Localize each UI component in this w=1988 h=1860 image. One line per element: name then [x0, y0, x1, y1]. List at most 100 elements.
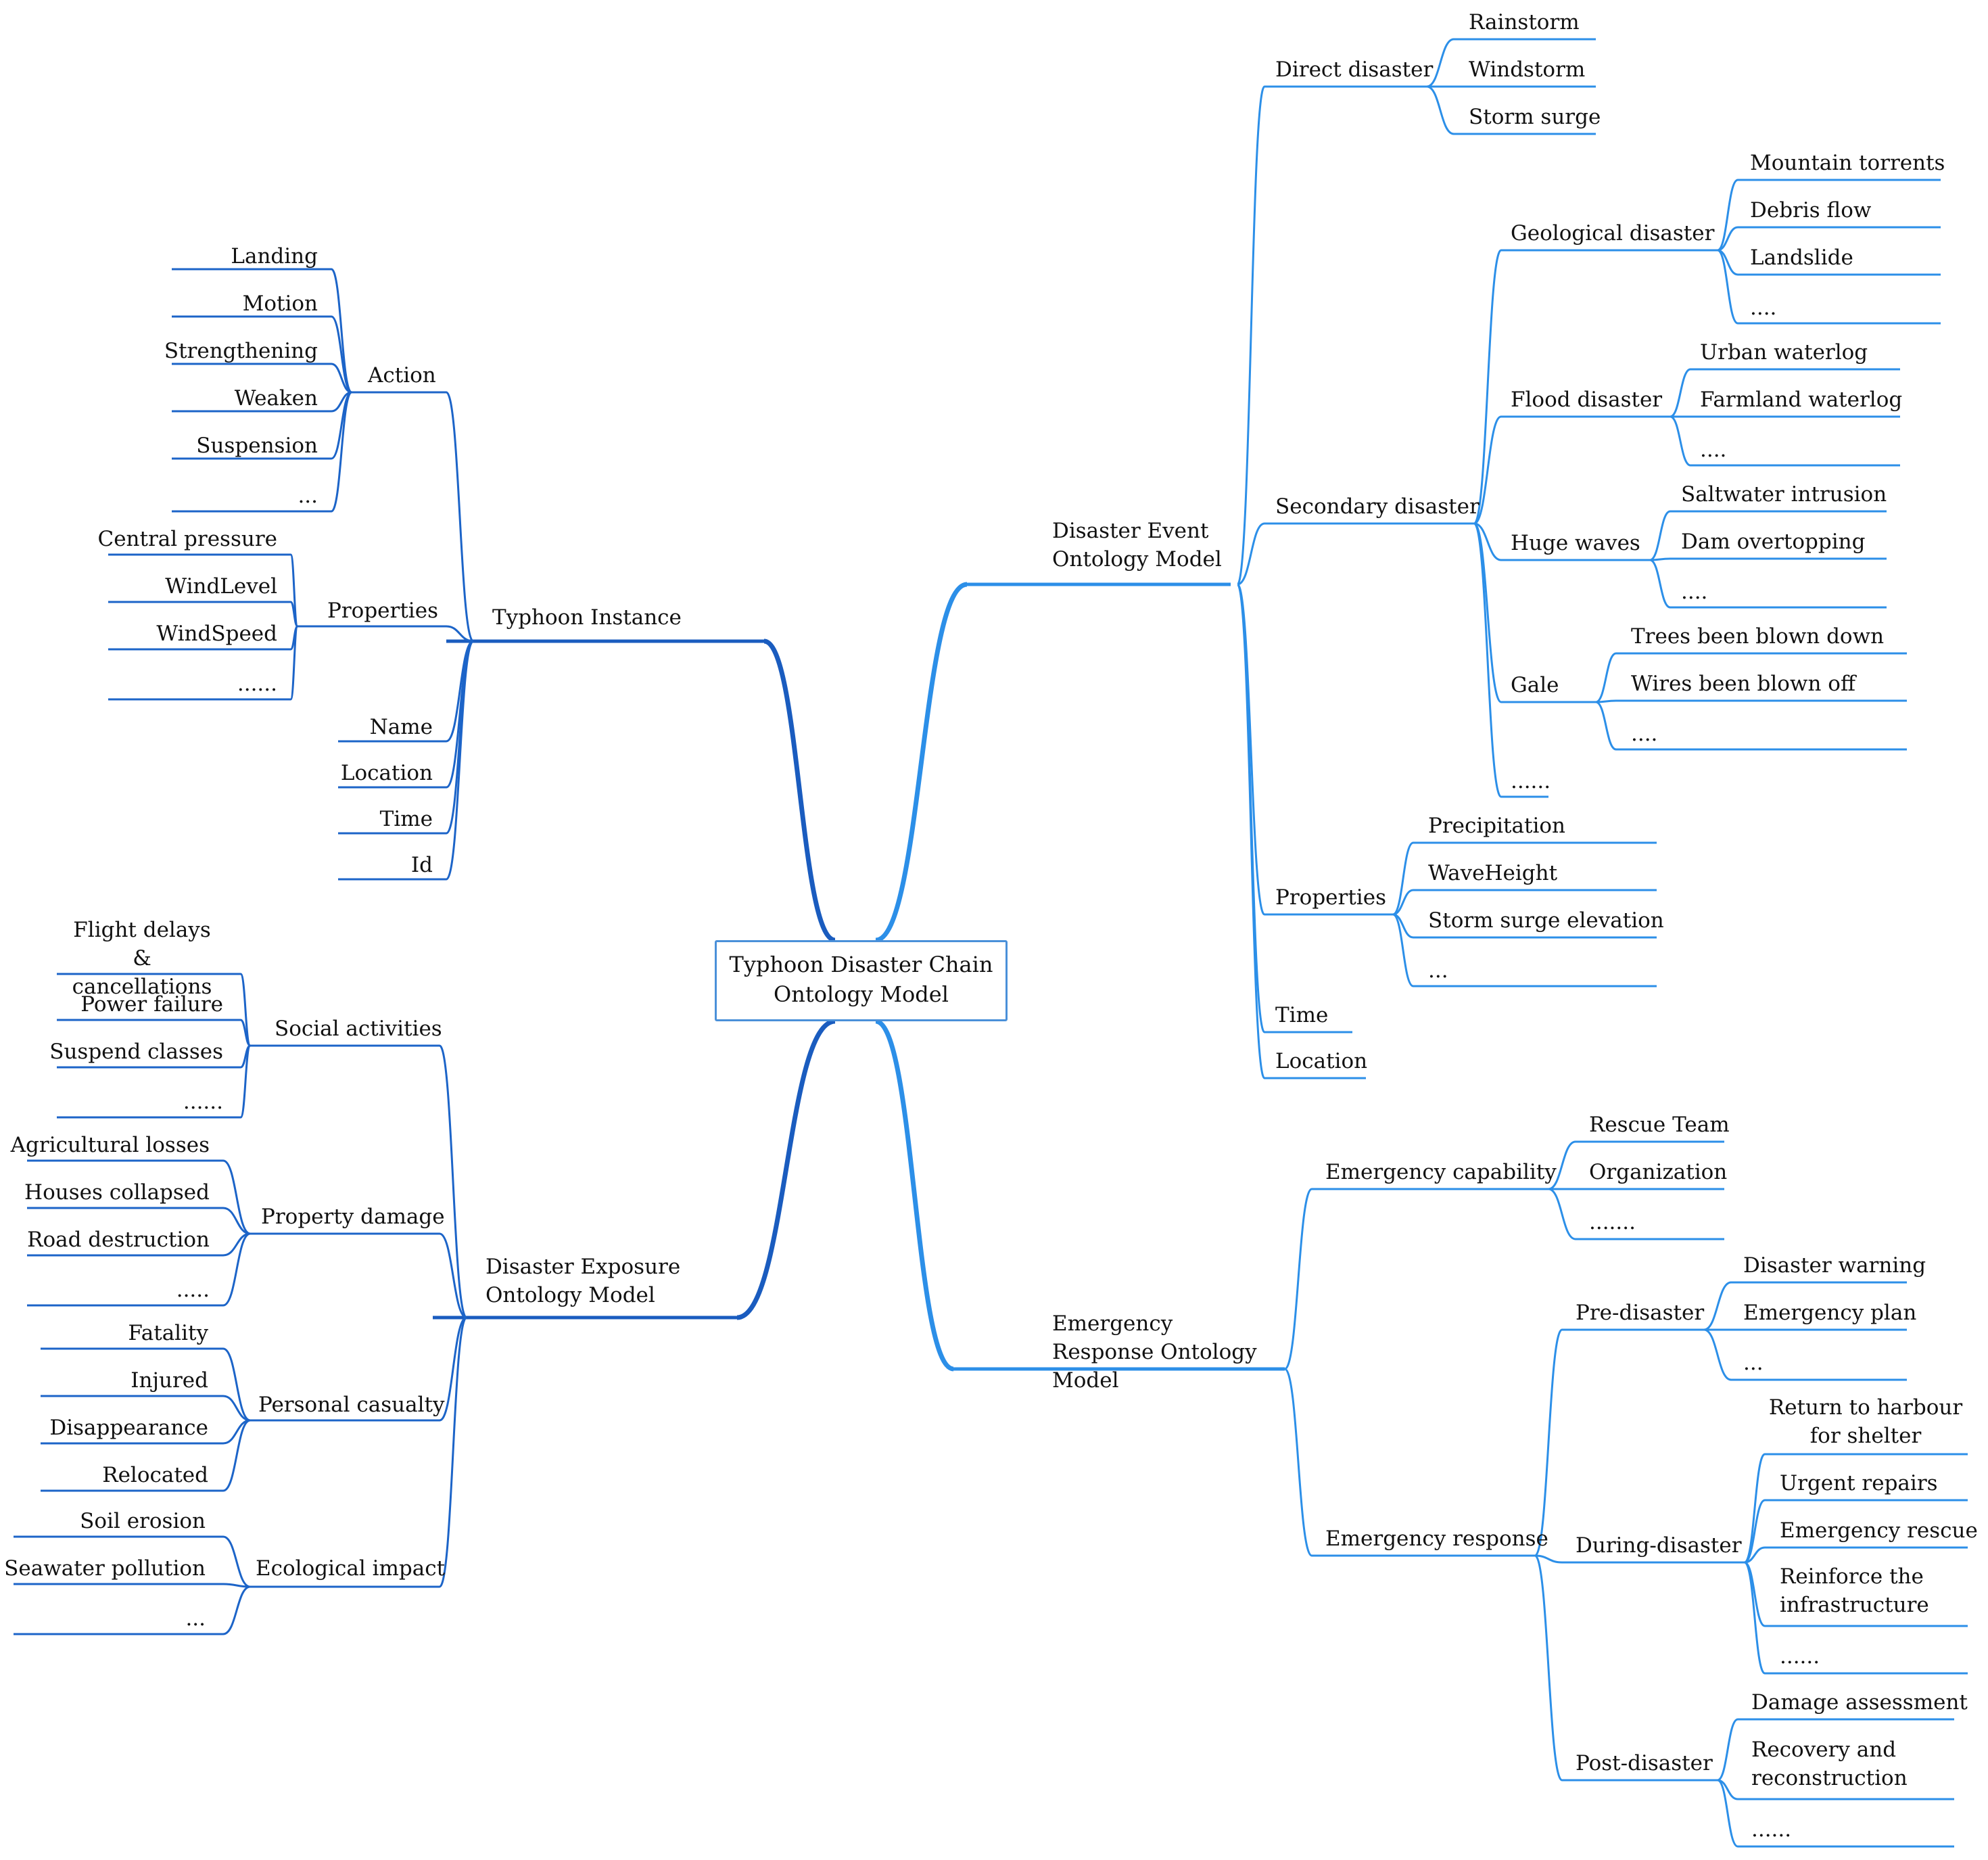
connector-159: [1743, 1453, 1766, 1564]
leaf-location-right: Location: [1275, 1049, 1368, 1073]
leaf-motion: Motion: [242, 292, 318, 316]
leaf-mountain-torrents: Mountain torrents: [1750, 151, 1945, 175]
leaf-trees-blown-down: Trees been blown down: [1631, 624, 1885, 649]
node-secondary-disaster: Secondary disaster: [1275, 494, 1480, 519]
node-emergency-response: Emergency response: [1325, 1527, 1548, 1551]
connector-129: [1392, 889, 1414, 916]
leaf-capability-more: .......: [1589, 1210, 1636, 1234]
node-flood-disaster: Flood disaster: [1511, 388, 1663, 412]
leaf-landing: Landing: [231, 244, 318, 269]
leaf-wires-blown-off: Wires been blown off: [1631, 672, 1855, 696]
leaf-suspend-classes: Suspend classes: [49, 1040, 223, 1064]
leaf-id: Id: [410, 853, 433, 877]
leaf-ecological-more: ...: [185, 1606, 206, 1631]
leaf-debris-flow: Debris flow: [1750, 198, 1872, 223]
connector-78: [1236, 85, 1266, 586]
connector-2: [736, 1019, 836, 1320]
leaf-flight-delays: Flight delays & cancellations: [72, 918, 212, 999]
connector-138: [1284, 1188, 1312, 1370]
connector-63: [222, 1347, 251, 1422]
leaf-farmland-waterlog: Farmland waterlog: [1700, 388, 1903, 412]
leaf-windspeed: WindSpeed: [156, 622, 277, 646]
leaf-storm-surge-elevation: Storm surge elevation: [1428, 908, 1664, 933]
connector-60: [439, 1316, 467, 1422]
leaf-urban-waterlog: Urban waterlog: [1700, 340, 1868, 365]
node-post-disaster: Post-disaster: [1576, 1751, 1713, 1775]
leaf-agricultural-losses: Agricultural losses: [10, 1133, 210, 1157]
connector-81: [1426, 38, 1454, 88]
leaf-suspension: Suspension: [196, 434, 318, 458]
leaf-soil-erosion: Soil erosion: [80, 1509, 206, 1533]
leaf-properties-more: ......: [237, 672, 277, 696]
leaf-property-more: .....: [176, 1278, 210, 1302]
connector-163: [1744, 1546, 1766, 1564]
connector-73: [222, 1535, 251, 1588]
connector-145: [1548, 1188, 1576, 1240]
leaf-disappearance: Disappearance: [49, 1416, 208, 1440]
leaf-precipitation: Precipitation: [1428, 814, 1565, 838]
node-property-damage: Property damage: [261, 1205, 445, 1229]
connector-113: [1649, 559, 1671, 609]
connector-175: [1717, 1779, 1738, 1848]
leaf-road-destruction: Road destruction: [27, 1228, 210, 1252]
leaf-waveheight: WaveHeight: [1428, 861, 1558, 885]
leaf-damage-assessment: Damage assessment: [1751, 1690, 1968, 1715]
emergency-model-label: Emergency Response Ontology Model: [1052, 1311, 1257, 1393]
connector-88: [1473, 249, 1502, 525]
connector-31: [289, 625, 299, 701]
leaf-time-left: Time: [379, 807, 433, 831]
node-typhoon-instance: Typhoon Instance: [492, 605, 682, 630]
leaf-rescue-team: Rescue Team: [1589, 1113, 1730, 1137]
leaf-power-failure: Power failure: [80, 992, 223, 1017]
leaf-weaken: Weaken: [234, 386, 318, 411]
leaf-name: Name: [369, 715, 433, 739]
node-direct-disaster: Direct disaster: [1275, 57, 1434, 82]
connector-136: [1236, 583, 1266, 1079]
leaf-saltwater-intrusion: Saltwater intrusion: [1681, 482, 1887, 507]
node-gale: Gale: [1511, 673, 1559, 697]
connector-97: [1717, 249, 1738, 325]
node-emergency-capability: Emergency capability: [1325, 1160, 1557, 1184]
node-emergency-response-model: Emergency Response Ontology Model: [1052, 1309, 1275, 1395]
connector-141: [1548, 1140, 1576, 1190]
connector-121: [1595, 701, 1617, 751]
leaf-secondary-more: ......: [1511, 769, 1551, 793]
connector-168: [1534, 1554, 1563, 1782]
connector-151: [1703, 1281, 1732, 1331]
connector-109: [1649, 510, 1671, 561]
node-action: Action: [368, 363, 436, 388]
leaf-windstorm: Windstorm: [1469, 57, 1586, 82]
leaf-event-properties-more: ...: [1428, 958, 1448, 983]
leaf-emergency-plan: Emergency plan: [1743, 1301, 1917, 1325]
connector-65: [222, 1395, 251, 1422]
root-label: Typhoon Disaster Chain Ontology Model: [729, 952, 993, 1007]
leaf-pre-more: ...: [1743, 1351, 1764, 1375]
leaf-gale-more: ....: [1631, 722, 1658, 746]
connector-22: [446, 625, 474, 643]
node-geological-disaster: Geological disaster: [1511, 221, 1715, 246]
leaf-rainstorm: Rainstorm: [1469, 10, 1580, 34]
node-ecological-impact: Ecological impact: [256, 1556, 446, 1581]
connector-50: [439, 1232, 467, 1319]
disaster-exposure-label: Disaster Exposure Ontology Model: [486, 1255, 681, 1307]
node-social-activities: Social activities: [275, 1017, 442, 1041]
connector-86: [1237, 522, 1265, 586]
leaf-post-more: ......: [1751, 1817, 1792, 1842]
connector-0: [763, 638, 836, 943]
connector-117: [1595, 652, 1617, 703]
connector-148: [1534, 1328, 1563, 1557]
connector-8: [445, 391, 475, 643]
connector-91: [1717, 179, 1738, 252]
connector-122: [1473, 522, 1502, 798]
leaf-action-more: ...: [298, 484, 318, 508]
connector-53: [222, 1159, 251, 1235]
leaf-social-more: ......: [183, 1090, 223, 1114]
leaf-windlevel: WindLevel: [165, 574, 277, 599]
leaf-flood-more: ....: [1700, 438, 1727, 462]
connector-6: [874, 1019, 955, 1372]
node-pre-disaster: Pre-disaster: [1576, 1301, 1705, 1325]
connector-15: [331, 363, 352, 394]
node-properties-right: Properties: [1275, 885, 1386, 910]
